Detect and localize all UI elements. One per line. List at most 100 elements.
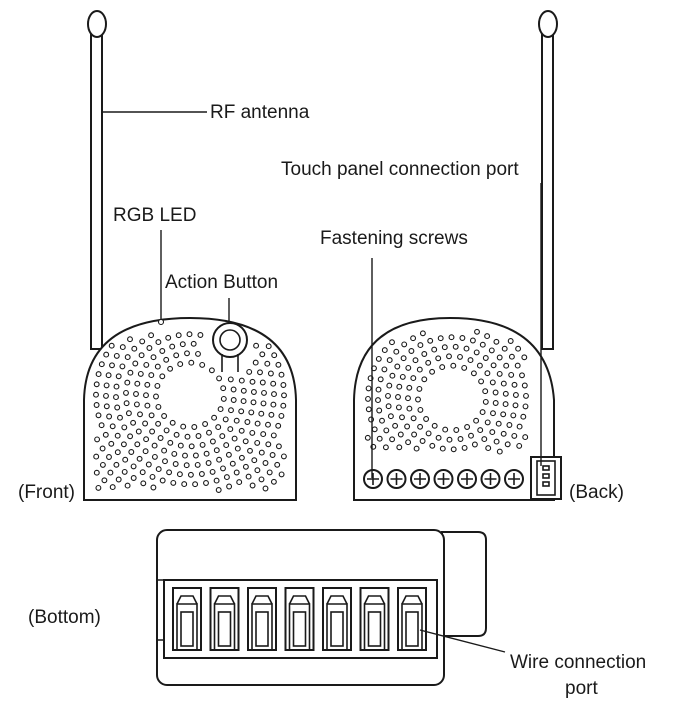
grille-hole (203, 450, 210, 457)
grille-hole (522, 434, 529, 441)
grille-hole (365, 395, 371, 402)
wire-terminal[interactable] (172, 587, 202, 651)
grille-hole (132, 360, 139, 367)
grille-hole (242, 463, 249, 470)
grille-hole (274, 461, 281, 468)
fastening-screw (433, 469, 454, 489)
grille-hole (93, 381, 100, 388)
grille-hole (105, 372, 112, 379)
grille-hole (155, 466, 162, 473)
front-speaker-grille (93, 331, 287, 493)
grille-hole (280, 402, 287, 409)
wire-terminal[interactable] (284, 587, 315, 651)
grille-hole (138, 352, 145, 359)
grille-hole (502, 401, 509, 408)
grille-hole (161, 413, 168, 419)
grille-hole (194, 461, 201, 468)
grille-hole (155, 420, 162, 427)
grille-hole (184, 433, 191, 440)
grille-hole (421, 351, 428, 357)
grille-hole (479, 341, 486, 348)
grille-hole (450, 362, 457, 369)
grille-hole (109, 362, 115, 369)
leader-lines (102, 111, 542, 653)
grille-hole (130, 463, 137, 470)
grille-hole (165, 334, 172, 341)
grille-hole (113, 461, 120, 468)
grille-hole (115, 476, 122, 483)
grille-hole (183, 462, 190, 469)
grille-hole (114, 432, 121, 439)
grille-hole (109, 484, 116, 491)
grille-hole (261, 389, 267, 396)
grille-hole (521, 354, 528, 361)
grille-hole (180, 423, 187, 430)
grille-hole (427, 337, 434, 344)
grille-hole (103, 382, 110, 389)
grille-hole (238, 454, 245, 461)
grille-hole (385, 403, 392, 410)
grille-hole (198, 471, 205, 477)
grille-hole (257, 369, 263, 376)
grille-hole (522, 403, 529, 410)
grille-hole (457, 353, 463, 360)
grille-hole (400, 355, 407, 362)
grille-hole (512, 392, 519, 398)
back-speaker-grille (364, 328, 529, 455)
grille-hole (106, 454, 112, 460)
grille-hole (500, 380, 507, 387)
grille-hole (162, 458, 168, 465)
grille-hole (375, 397, 381, 404)
grille-hole (269, 452, 276, 458)
grille-hole (136, 455, 143, 462)
grille-hole (275, 361, 282, 368)
grille-hole (389, 339, 395, 346)
grille-hole (461, 444, 468, 451)
grille-hole (208, 367, 215, 374)
grille-hole (139, 338, 146, 345)
grille-hole (190, 340, 197, 347)
grille-hole (113, 352, 120, 359)
grille-hole (133, 401, 140, 408)
grille-hole (182, 452, 188, 459)
wire-terminal[interactable] (209, 587, 240, 651)
grille-hole (502, 390, 509, 397)
grille-hole (441, 344, 448, 351)
grille-hole (493, 438, 500, 445)
grille-hole (514, 362, 521, 369)
grille-hole (187, 471, 194, 478)
grille-hole (520, 413, 527, 420)
grille-hole (508, 353, 515, 360)
grille-hole (496, 448, 503, 455)
wire-terminal[interactable] (247, 587, 277, 651)
grille-hole (511, 381, 518, 388)
wire-terminal[interactable] (397, 587, 427, 651)
grille-hole (496, 370, 503, 377)
grille-hole (159, 348, 166, 354)
grille-hole (188, 443, 195, 450)
wire-terminal[interactable] (359, 587, 390, 651)
grille-hole (450, 446, 457, 453)
grille-hole (377, 376, 384, 383)
wire-terminal[interactable] (322, 587, 352, 651)
action-button[interactable] (212, 322, 248, 372)
grille-hole (142, 448, 149, 455)
grille-hole (114, 404, 121, 411)
grille-hole (512, 402, 519, 409)
grille-hole (405, 395, 411, 402)
grille-hole (492, 400, 499, 406)
grille-hole (453, 427, 460, 433)
grille-hole (431, 346, 438, 353)
grille-hole (151, 453, 158, 460)
grille-hole (166, 469, 173, 476)
grille-hole (393, 348, 400, 355)
grille-hole (93, 391, 99, 398)
grille-hole (265, 421, 271, 428)
grille-hole (371, 426, 378, 433)
grille-hole (238, 427, 245, 434)
grille-hole (216, 375, 223, 382)
grille-hole (484, 370, 491, 377)
grille-hole (489, 429, 496, 436)
grille-hole (271, 352, 278, 359)
